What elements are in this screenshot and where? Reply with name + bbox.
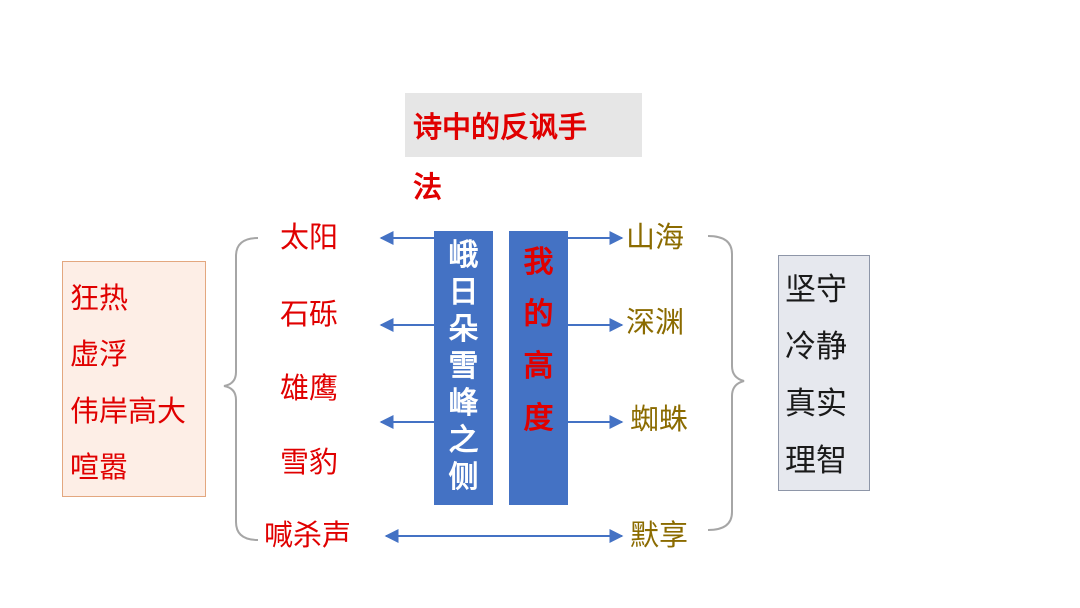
title-line-1: 诗中的反讽手 xyxy=(413,110,588,144)
column-height-char-2: 的 xyxy=(523,297,554,332)
left-box xyxy=(62,261,206,497)
column-edri-char-1: 峨 xyxy=(448,238,479,273)
right-box xyxy=(778,255,870,491)
left-word-vain: 虚浮 xyxy=(70,337,129,371)
item-shout: 喊杀声 xyxy=(264,518,352,552)
right-word-persist: 坚守 xyxy=(785,272,847,308)
left-word-frenzy: 狂热 xyxy=(70,281,129,315)
item-spider: 蜘蛛 xyxy=(630,402,689,436)
column-edri-char-6: 之 xyxy=(448,423,479,458)
item-eagle: 雄鹰 xyxy=(280,371,339,405)
left-word-clamor: 喧嚣 xyxy=(70,450,129,484)
item-abyss: 深渊 xyxy=(626,305,685,339)
item-gravel: 石砾 xyxy=(280,297,339,331)
title-line-2: 法 xyxy=(413,170,443,204)
title-box xyxy=(405,93,642,157)
right-word-real: 真实 xyxy=(785,386,847,422)
left-word-towering: 伟岸高大 xyxy=(70,394,187,428)
column-height-char-1: 我 xyxy=(523,245,554,280)
item-leopard: 雪豹 xyxy=(280,445,339,479)
column-my-height: 我 的 高 度 xyxy=(509,231,568,505)
item-silent-enjoy: 默享 xyxy=(630,518,689,552)
item-mountain-sea: 山海 xyxy=(626,220,685,254)
column-edri-char-3: 朵 xyxy=(448,312,479,347)
column-edri-char-4: 雪 xyxy=(448,349,479,384)
right-brace xyxy=(707,235,745,531)
left-brace xyxy=(223,237,259,541)
column-height-char-3: 高 xyxy=(523,349,554,384)
column-height-char-4: 度 xyxy=(523,401,554,436)
column-edri-char-5: 峰 xyxy=(448,386,479,421)
right-word-rational: 理智 xyxy=(785,443,847,479)
column-edri-peak: 峨 日 朵 雪 峰 之 侧 xyxy=(434,231,493,505)
column-edri-char-2: 日 xyxy=(448,275,479,310)
right-word-calm: 冷静 xyxy=(785,329,847,365)
column-edri-char-7: 侧 xyxy=(448,460,479,495)
item-sun: 太阳 xyxy=(280,220,339,254)
